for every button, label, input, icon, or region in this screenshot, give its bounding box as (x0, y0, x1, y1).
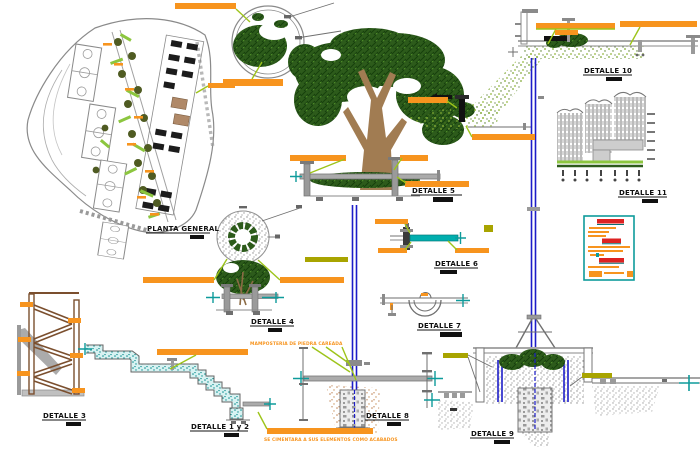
blue-standpipe (515, 58, 556, 349)
masonry-note: MAMPOSTERIA DE PIEDRA CAREADA (250, 341, 343, 347)
tree-plan-circle (231, 2, 342, 79)
detalle6-label: DETALLE 6 (435, 260, 478, 268)
detalle11-hedge (556, 91, 655, 182)
detalle9-label: DETALLE 9 (471, 430, 514, 438)
detalle11-label: DETALLE 11 (619, 189, 667, 197)
detalle9-planter (436, 332, 700, 447)
pole-bracket (515, 314, 556, 349)
detalle6-pipe (390, 223, 466, 250)
notes-legend-box (583, 215, 635, 281)
detalle1-2-label: DETALLE 1 y 2 (191, 423, 249, 431)
detalle5-label: DETALLE 5 (412, 187, 455, 195)
text-labels: PLANTA GENERAL DETALLE 5 DETALLE 10 DETA… (42, 67, 667, 444)
detalle10-drawing (470, 9, 700, 121)
label-bars (143, 3, 697, 434)
detalle8-label: DETALLE 8 (366, 412, 409, 420)
building-blocks (135, 34, 205, 216)
plan-mini-labels (103, 43, 159, 216)
detalle7-label: DETALLE 7 (418, 322, 461, 330)
detalle3-stairs (17, 292, 85, 397)
detalle10-label: DETALLE 10 (584, 67, 632, 75)
planta-general-label: PLANTA GENERAL (147, 225, 220, 233)
foundation-note: SE CIMENTARA A SUS ELEMENTOS COMO ACABAD… (264, 437, 398, 443)
tree-staking (290, 157, 441, 201)
detalle7-channel (380, 292, 470, 317)
detalle3-label: DETALLE 3 (43, 412, 86, 420)
detalle4-tree (206, 260, 284, 315)
detalle4-planter (206, 205, 302, 315)
site-plan (26, 18, 215, 260)
detalle1-2-ramp (78, 343, 276, 424)
detalle8-footing (293, 205, 443, 434)
detalle4-label: DETALLE 4 (251, 318, 294, 326)
